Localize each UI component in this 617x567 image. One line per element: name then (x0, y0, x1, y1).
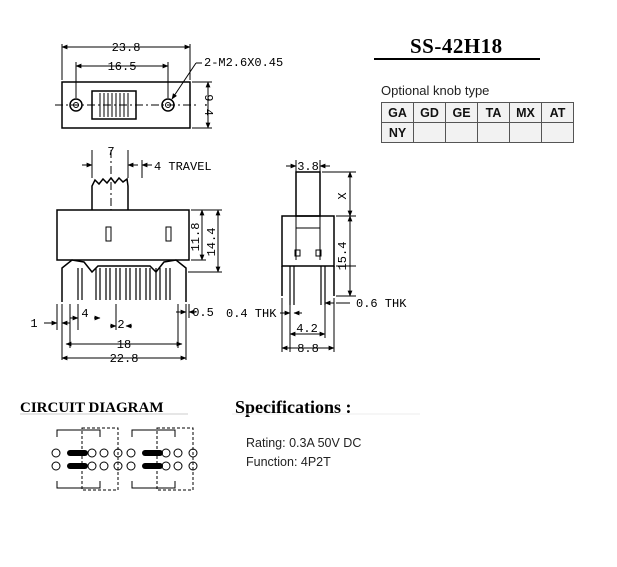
knob-type-cell: MX (509, 102, 542, 123)
dim-screw-note: 2-M2.6X0.45 (204, 56, 283, 70)
dim-side-knob-width: 3.8 (297, 160, 319, 174)
front-view (44, 150, 222, 361)
dim-pin-spacing-4: 4 (81, 307, 88, 321)
dim-top-height: 9.4 (201, 94, 215, 116)
specifications-heading: Specifications : (235, 397, 352, 417)
circuit-diagram-heading: CIRCUIT DIAGRAM (20, 400, 164, 416)
dim-thk-06: 0.6 THK (356, 297, 407, 311)
knob-type-table: GA GD GE TA MX AT NY (381, 102, 574, 143)
dim-side-pin-pitch: 4.2 (296, 322, 318, 336)
title-underline (374, 58, 540, 60)
dim-side-height: 15.4 (336, 242, 350, 271)
circuit-contacts (67, 450, 163, 469)
front-view-body (56, 209, 190, 261)
dim-body-height: 11.8 (189, 223, 203, 252)
dim-side-width: 8.8 (297, 342, 319, 356)
side-view-knob (295, 171, 321, 217)
dim-thk-04: 0.4 THK (226, 307, 277, 321)
dim-pin-spacing-2: 2 (117, 318, 124, 332)
dim-total-length: 22.8 (110, 352, 139, 366)
top-view (55, 44, 212, 129)
knob-caption: Optional knob type (381, 83, 490, 98)
dim-travel: 4 TRAVEL (154, 160, 212, 174)
dim-pin-span: 18 (117, 338, 131, 352)
knob-type-cell: GA (381, 102, 414, 123)
dim-edge-1: 1 (30, 317, 37, 331)
dim-side-x: X (336, 192, 350, 199)
dim-total-height: 14.4 (205, 228, 219, 257)
side-view (280, 160, 356, 352)
knob-type-cell-empty (541, 122, 574, 143)
model-number: SS-42H18 (410, 34, 503, 58)
dim-knob-width: 7 (107, 145, 114, 159)
spec-function: Function: 4P2T (246, 455, 331, 469)
dim-hole-pitch: 16.5 (108, 60, 137, 74)
side-view-body (281, 215, 335, 267)
dim-offset-05: 0.5 (192, 306, 214, 320)
dim-top-width: 23.8 (112, 41, 141, 55)
spec-rating: Rating: 0.3A 50V DC (246, 436, 362, 450)
circuit-diagram (20, 413, 198, 491)
